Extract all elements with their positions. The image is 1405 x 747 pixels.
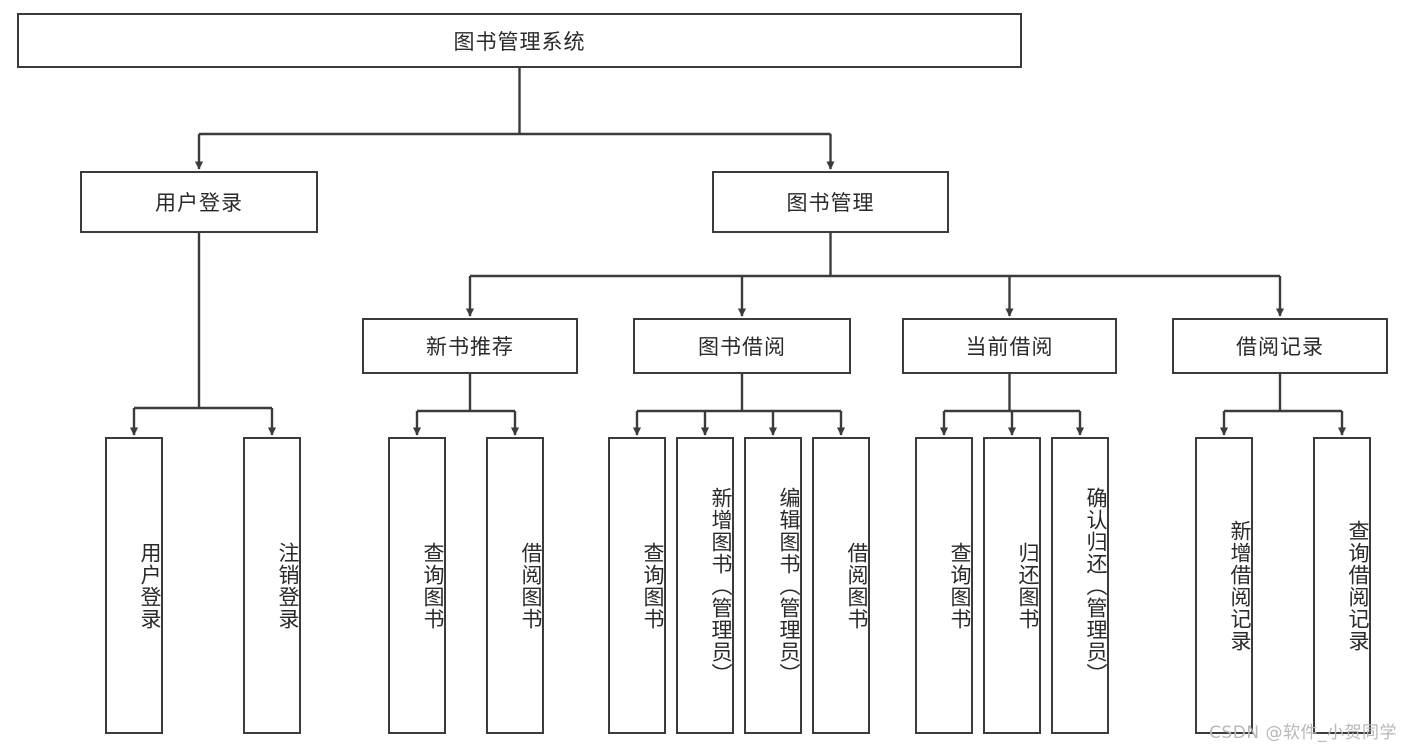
leaf-recommend-borrow-book[interactable]: 借阅图书 [486, 437, 544, 734]
leaf-borrow-borrow-book[interactable]: 借阅图书 [812, 437, 870, 734]
leaf-current-confirm-return[interactable]: 确认归还（管理员） [1051, 437, 1109, 734]
watermark: CSDN @软件_小贺同学 [1209, 723, 1397, 743]
leaf-logout[interactable]: 注销登录 [243, 437, 301, 734]
node-current-borrow[interactable]: 当前借阅 [902, 318, 1117, 374]
leaf-record-add[interactable]: 新增借阅记录 [1195, 437, 1253, 734]
node-label: 查询图书 [641, 541, 665, 630]
node-label: 用户登录 [138, 541, 162, 630]
node-new-book-recommend[interactable]: 新书推荐 [362, 318, 578, 374]
leaf-current-query-book[interactable]: 查询图书 [915, 437, 973, 734]
leaf-borrow-query-book[interactable]: 查询图书 [608, 437, 666, 734]
node-label: 归还图书 [1016, 541, 1040, 630]
node-label: 编辑图书（管理员） [777, 486, 801, 685]
node-label: 用户登录 [155, 191, 243, 215]
node-label: 查询图书 [421, 541, 445, 630]
node-label: 查询借阅记录 [1346, 519, 1370, 652]
node-label: 图书管理系统 [453, 29, 586, 54]
node-label: 借阅记录 [1236, 335, 1324, 359]
node-user-login[interactable]: 用户登录 [80, 171, 318, 233]
node-label: 注销登录 [276, 541, 300, 630]
node-borrow-record[interactable]: 借阅记录 [1172, 318, 1388, 374]
leaf-record-query[interactable]: 查询借阅记录 [1313, 437, 1371, 734]
leaf-borrow-add-book[interactable]: 新增图书（管理员） [676, 437, 734, 734]
leaf-user-login[interactable]: 用户登录 [105, 437, 163, 734]
node-label: 新书推荐 [426, 335, 514, 359]
leaf-current-return-book[interactable]: 归还图书 [983, 437, 1041, 734]
node-book-borrow[interactable]: 图书借阅 [633, 318, 851, 374]
leaf-borrow-edit-book[interactable]: 编辑图书（管理员） [744, 437, 802, 734]
node-label: 图书借阅 [698, 335, 786, 359]
node-book-manage[interactable]: 图书管理 [712, 171, 949, 233]
node-label: 当前借阅 [965, 335, 1054, 359]
node-root[interactable]: 图书管理系统 [17, 13, 1022, 68]
node-label: 新增图书（管理员） [709, 486, 733, 685]
node-label: 图书管理 [786, 191, 875, 215]
node-label: 借阅图书 [519, 541, 543, 630]
node-label: 新增借阅记录 [1228, 519, 1252, 652]
node-label: 借阅图书 [845, 541, 869, 630]
leaf-recommend-query-book[interactable]: 查询图书 [388, 437, 446, 734]
node-label: 确认归还（管理员） [1084, 486, 1108, 685]
node-label: 查询图书 [948, 541, 972, 630]
